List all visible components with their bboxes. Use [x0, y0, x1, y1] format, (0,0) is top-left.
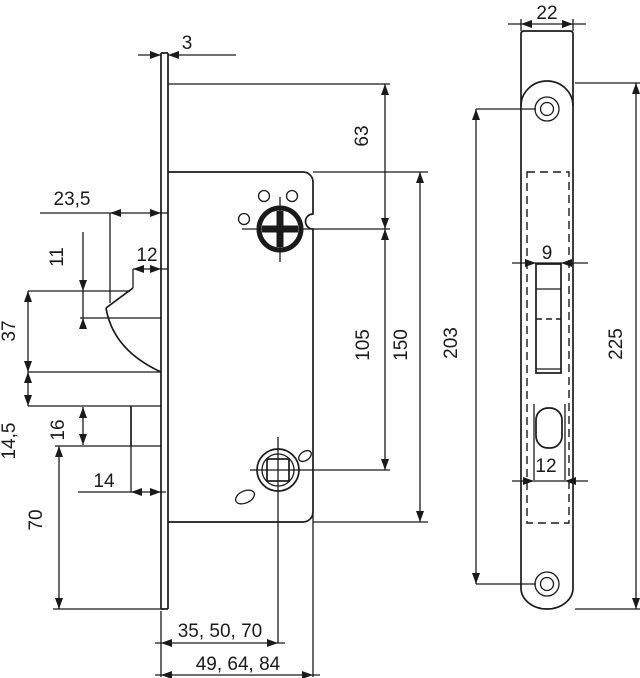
- screw-hole-small-1: [257, 189, 271, 203]
- faceplate-front: [520, 30, 574, 610]
- dim-label-case-height: 150: [391, 329, 412, 361]
- dim-70: 70: [26, 446, 161, 610]
- dim-label-bolt-throw: 14: [93, 471, 115, 492]
- dim-case-height: 150: [313, 171, 428, 523]
- deadbolt-side: [28, 371, 161, 492]
- dim-bolt-throw: 14: [78, 471, 166, 496]
- hidden-case-outline: [526, 171, 570, 524]
- dim-14-5: 14,5: [0, 372, 32, 459]
- dim-label-latch-height: 11: [47, 247, 68, 267]
- lock-case-outline: [168, 171, 314, 523]
- dim-latch-opening: 9: [512, 243, 588, 267]
- dim-label-plate-width: 22: [536, 3, 557, 24]
- deadbolt-opening-front: [533, 404, 566, 480]
- handle-follower-hub: [237, 189, 390, 262]
- screw-hole-bottom: [534, 571, 560, 597]
- dim-case-depth: 49, 64, 84: [155, 515, 320, 678]
- dim-label-latch-depth: 12: [136, 245, 157, 266]
- dim-label-latch-opening: 9: [542, 243, 553, 264]
- dim-label-37: 37: [0, 320, 20, 341]
- dim-label-bolt-height: 16: [48, 419, 69, 440]
- dim-37: 37: [0, 291, 32, 372]
- side-view: 3 23,5 11 12 37 14,5: [0, 33, 428, 678]
- dim-label-bolt-opening: 12: [535, 456, 556, 477]
- dim-label-plate-thickness: 3: [182, 33, 193, 54]
- dim-plate-thickness: 3: [138, 33, 236, 59]
- dim-latch-depth: 12: [133, 245, 168, 273]
- dim-label-70: 70: [26, 509, 47, 530]
- screw-hole-small-2: [285, 189, 299, 203]
- screw-hole-small-3: [237, 212, 251, 226]
- dim-label-14-5: 14,5: [0, 423, 20, 460]
- dim-bolt-opening: 12: [512, 456, 588, 485]
- dim-screw-distance: 203: [441, 108, 536, 585]
- dim-63: 63: [168, 83, 390, 229]
- latch-bolt-side: [28, 213, 162, 373]
- dim-backset: 35, 50, 70: [155, 611, 285, 677]
- dim-label-105: 105: [353, 329, 374, 361]
- dim-label-63: 63: [352, 125, 373, 146]
- front-view: 22 9 12 203 225: [441, 3, 640, 610]
- dim-latch-height: 11: [47, 232, 87, 329]
- dim-105: 105: [353, 229, 389, 470]
- rounded-end-arc: [520, 80, 574, 107]
- rivet-hole-2: [234, 489, 256, 505]
- cylinder-follower-hub: [234, 437, 390, 643]
- dim-plate-length: 225: [575, 82, 640, 610]
- dim-label-screw-distance: 203: [441, 327, 462, 359]
- screw-hole-top: [534, 96, 560, 122]
- dim-label-latch-tip-offset: 23,5: [54, 189, 91, 210]
- dim-label-plate-length: 225: [606, 328, 627, 360]
- dim-plate-width: 22: [508, 3, 586, 31]
- faceplate-side: [160, 52, 169, 610]
- dim-label-case-depth: 49, 64, 84: [196, 654, 281, 675]
- rivet-hole-1: [298, 449, 312, 463]
- dim-label-backset: 35, 50, 70: [178, 621, 263, 642]
- dim-bolt-height: 16: [48, 407, 87, 445]
- dim-latch-tip-offset: 23,5: [40, 189, 168, 217]
- latch-opening-front: [535, 263, 562, 374]
